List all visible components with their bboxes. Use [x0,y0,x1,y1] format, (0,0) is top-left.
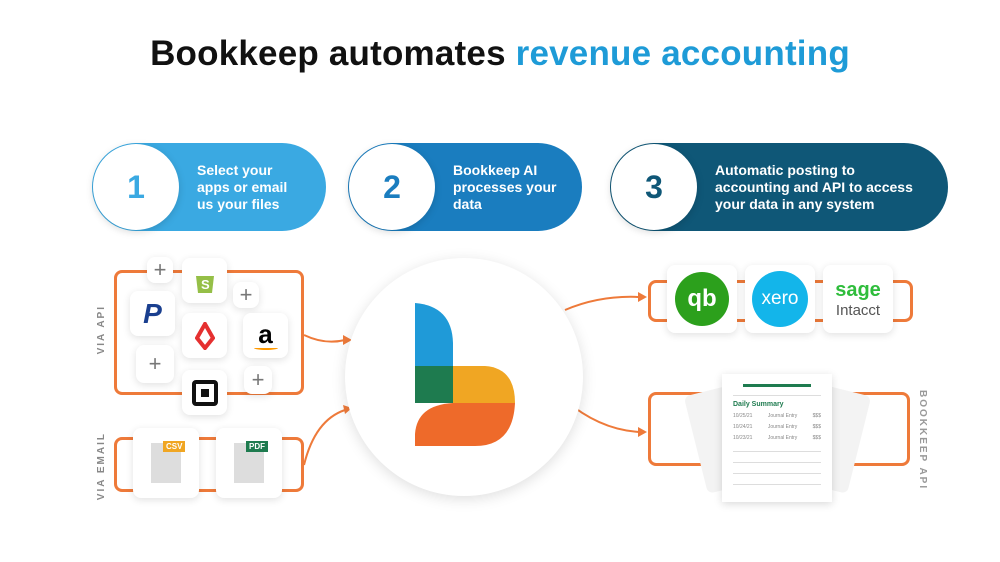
step-number: 3 [611,144,697,230]
step-3: 3 Automatic posting to accounting and AP… [610,143,948,231]
bookkeep-logo [415,303,515,446]
paypal-icon: P [130,291,175,336]
csv-file-icon: CSV [133,428,199,498]
plus-icon: + [136,345,174,383]
svg-text:S: S [201,277,210,292]
step-text: Select your apps or email us your files [197,161,288,212]
xero-logo: xero [745,265,815,333]
amazon-icon: a [243,313,288,358]
doc-header-bar [743,384,811,387]
step-1: 1 Select your apps or email us your file… [92,143,326,231]
page-title: Bookkeep automates revenue accounting [150,34,850,73]
plus-icon: + [233,282,259,308]
plus-icon: + [147,257,173,283]
step-number: 2 [349,144,435,230]
bookkeep-api-label: BOOKKEEP API [917,390,928,491]
pdf-file-icon: PDF [216,428,282,498]
step-text: Automatic posting to accounting and API … [715,161,913,212]
bookkeep-logo-circle [345,258,583,496]
square-icon [182,370,227,415]
step-2: 2 Bookkeep AI processes your data [348,143,582,231]
shopify-icon: S [182,258,227,303]
step-number: 1 [93,144,179,230]
lightspeed-icon [182,313,227,358]
step-text: Bookkeep AI processes your data [453,161,557,212]
quickbooks-logo: qb [667,265,737,333]
summary-title: Daily Summary [733,401,784,408]
via-email-frame [114,437,304,492]
plus-icon: + [244,366,272,394]
